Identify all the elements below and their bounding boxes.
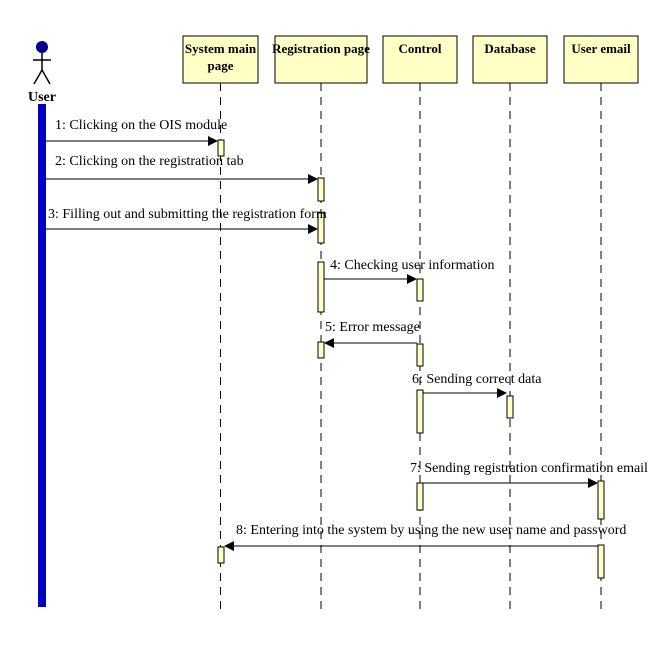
message-label-3: 3: Filling out and submitting the regist… — [48, 207, 327, 222]
activation-system-2 — [217, 546, 225, 564]
activation-system-1 — [217, 139, 225, 157]
activation-control-3 — [416, 389, 424, 434]
lifeline-database: Database — [472, 35, 548, 610]
lifeline-label-database: Database — [484, 41, 536, 56]
message-8: 8: Entering into the system by using the… — [224, 523, 626, 551]
activations — [217, 139, 605, 579]
activation-control-2 — [416, 343, 424, 367]
activation-email-1 — [597, 480, 605, 520]
activation-registration-1 — [317, 177, 325, 202]
message-4: 4: Checking user information — [324, 258, 494, 284]
activation-registration-2 — [317, 212, 325, 244]
message-2: 2: Clicking on the registration tab — [46, 154, 318, 184]
lifeline-registration: Registration page — [272, 35, 370, 610]
lifeline-label-system-1: System main — [185, 41, 257, 56]
activation-control-4 — [416, 482, 424, 511]
actor-head — [36, 41, 48, 53]
message-label-7: 7: Sending registration confirmation ema… — [410, 461, 648, 476]
activation-email-2 — [597, 544, 605, 579]
actor-user: User — [28, 41, 56, 607]
activation-registration-4 — [317, 341, 325, 359]
message-3: 3: Filling out and submitting the regist… — [46, 207, 327, 234]
actor-activation-bar — [38, 104, 46, 607]
lifeline-box-registration — [274, 35, 368, 84]
message-1: 1: Clicking on the OIS module — [46, 118, 227, 146]
lifeline-label-control: Control — [398, 41, 441, 56]
message-5: 5: Error message — [324, 320, 420, 348]
lifeline-label-system-2: page — [208, 58, 234, 73]
lifeline-box-control — [382, 35, 458, 84]
activation-registration-3 — [317, 261, 325, 313]
message-label-4: 4: Checking user information — [330, 258, 494, 273]
message-7: 7: Sending registration confirmation ema… — [410, 461, 648, 488]
lifeline-control: Control — [382, 35, 458, 610]
lifeline-email: User email — [563, 35, 639, 610]
activation-database-1 — [506, 395, 514, 419]
message-label-6: 6: Sending correct data — [412, 372, 542, 387]
message-label-8: 8: Entering into the system by using the… — [236, 523, 626, 538]
message-6: 6: Sending correct data — [412, 372, 542, 398]
lifeline-box-system — [182, 35, 259, 84]
lifeline-label-registration: Registration page — [272, 41, 370, 56]
lifeline-box-email — [563, 35, 639, 84]
lifeline-system: System main page — [182, 35, 259, 610]
actor-label: User — [28, 90, 56, 105]
activation-control-1 — [416, 278, 424, 302]
message-label-5: 5: Error message — [325, 320, 420, 335]
lifeline-label-email: User email — [571, 41, 631, 56]
lifeline-box-database — [472, 35, 548, 84]
message-label-2: 2: Clicking on the registration tab — [55, 154, 244, 169]
message-label-1: 1: Clicking on the OIS module — [55, 118, 227, 133]
